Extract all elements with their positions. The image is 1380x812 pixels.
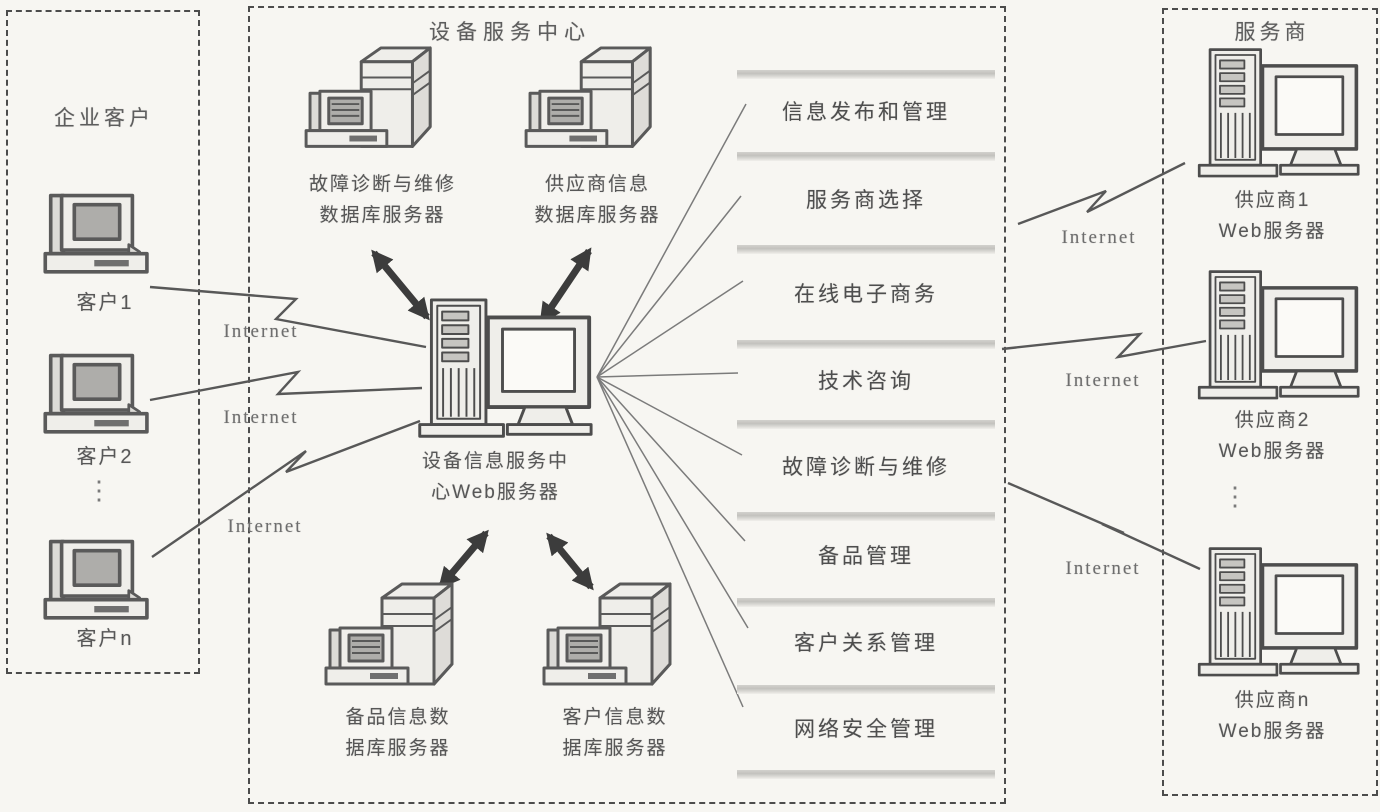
client-label: 客户n <box>76 628 134 650</box>
client-label: 客户1 <box>76 292 134 314</box>
lightning-bolt-icon <box>1017 161 1186 226</box>
label-line: 供应商1 <box>1234 190 1311 211</box>
label-line: 供应商2 <box>1234 410 1311 431</box>
database-sync-arrows <box>371 247 594 591</box>
service-item: 在线电子商务 <box>737 245 995 340</box>
service-list-bottom-ridge <box>737 770 995 779</box>
client-pc-icon <box>38 350 156 441</box>
lightning-bolt-icon <box>151 419 421 558</box>
client-label: 客户2 <box>76 446 134 468</box>
web-server-icon <box>410 296 595 447</box>
service-item: 客户关系管理 <box>737 598 995 685</box>
database-server-icon <box>540 580 690 710</box>
left-box-title: 企业客户 <box>54 107 154 130</box>
database-server-icon <box>302 44 450 172</box>
web-server-icon <box>1190 545 1362 685</box>
fault-db-server-label: 故障诊断与维修 数据库服务器 <box>270 170 495 232</box>
service-item: 故障诊断与维修 <box>737 420 995 512</box>
customer-info-db-server-label: 客户信息数 据库服务器 <box>505 703 725 765</box>
label-line: Web服务器 <box>1218 220 1327 242</box>
client-pc-icon <box>38 536 156 627</box>
clients-ellipsis: ⋮ <box>86 475 112 505</box>
label-line: 备品信息数 <box>345 707 451 728</box>
label-line: 据库服务器 <box>345 737 451 759</box>
service-item: 技术咨询 <box>737 340 995 420</box>
spare-parts-db-server-label: 备品信息数 据库服务器 <box>288 703 508 765</box>
client-pc-icon <box>38 190 156 281</box>
label-line: 客户信息数 <box>562 707 668 728</box>
label-line: 供应商信息 <box>544 174 650 195</box>
label-line: 故障诊断与维修 <box>308 174 456 195</box>
internet-label: Internet <box>227 516 303 537</box>
equipment-service-center-group-box <box>248 6 1006 804</box>
service-fan-lines <box>596 103 749 708</box>
web-server-label: 设备信息服务中 心Web服务器 <box>388 447 603 509</box>
service-item: 服务商选择 <box>737 152 995 245</box>
service-item: 网络安全管理 <box>737 685 995 770</box>
label-line: 设备信息服务中 <box>421 451 569 472</box>
lightning-bolt-icon <box>1007 481 1201 571</box>
label-line: 据库服务器 <box>562 737 668 759</box>
supplier-1-label: 供应商1 Web服务器 <box>1180 186 1365 248</box>
database-server-icon <box>522 44 670 172</box>
label-line: Web服务器 <box>1218 440 1327 462</box>
internet-label: Internet <box>1061 227 1137 248</box>
supplier-n-label: 供应商n Web服务器 <box>1180 686 1365 748</box>
supplier-2-label: 供应商2 Web服务器 <box>1180 406 1365 468</box>
internet-label: Internet <box>1065 558 1141 579</box>
center-box-title: 设备服务中心 <box>429 21 591 44</box>
service-item: 信息发布和管理 <box>737 70 995 152</box>
internet-label: Internet <box>223 407 299 428</box>
label-line: 数据库服务器 <box>319 204 446 226</box>
lightning-bolt-icon <box>149 370 423 402</box>
lightning-bolt-icon <box>149 285 427 349</box>
lightning-bolt-icon <box>1001 332 1207 359</box>
web-server-icon <box>1190 268 1362 408</box>
enterprise-clients-group-box <box>6 10 200 674</box>
database-server-icon <box>322 580 472 710</box>
web-server-icon <box>1190 46 1362 186</box>
label-line: Web服务器 <box>1218 720 1327 742</box>
supplier-info-db-server-label: 供应商信息 数据库服务器 <box>485 170 710 232</box>
label-line: 心Web服务器 <box>431 481 560 503</box>
internet-label: Internet <box>223 321 299 342</box>
internet-lightning-links <box>149 161 1207 571</box>
right-box-title: 服务商 <box>1234 21 1310 44</box>
internet-label: Internet <box>1065 370 1141 391</box>
label-line: 供应商n <box>1234 690 1311 711</box>
service-providers-group-box <box>1162 8 1378 796</box>
service-item: 备品管理 <box>737 512 995 598</box>
label-line: 数据库服务器 <box>534 204 661 226</box>
suppliers-ellipsis: ⋮ <box>1222 481 1248 511</box>
